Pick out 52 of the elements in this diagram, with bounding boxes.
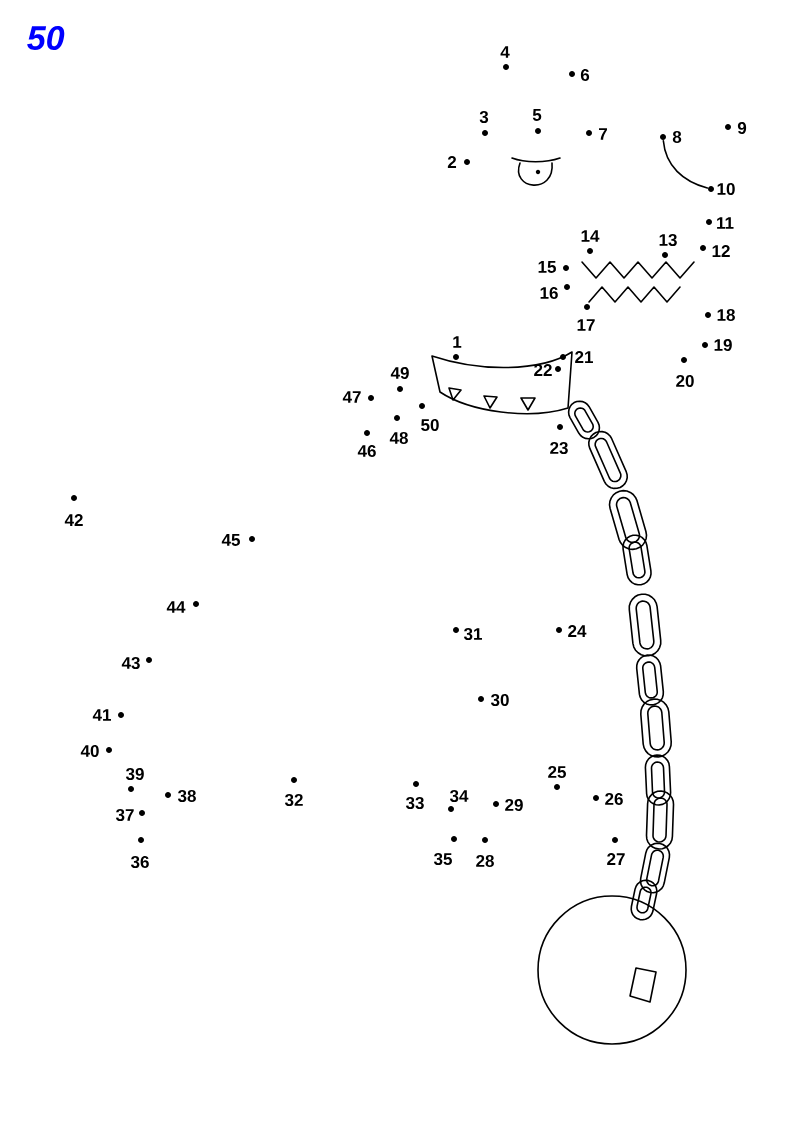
dot-number: 17 [577, 319, 595, 331]
dot-number: 11 [717, 217, 734, 229]
dot-number: 44 [166, 601, 186, 613]
curved-line [662, 140, 709, 189]
dot-number: 8 [672, 131, 682, 143]
dot-number: 45 [221, 534, 240, 546]
dot-number: 32 [284, 793, 303, 807]
dot-number: 1 [453, 336, 462, 348]
dot-number: 25 [548, 766, 566, 779]
dot-number: 12 [712, 245, 730, 257]
dot-number: 34 [449, 789, 469, 803]
dot-number: 42 [64, 514, 83, 526]
dot-number: 13 [659, 233, 677, 247]
dot-number: 46 [357, 445, 376, 458]
dot-number: 22 [534, 364, 552, 376]
dot-number: 41 [92, 709, 111, 721]
dot-number: 31 [463, 627, 482, 641]
dot-number: 50 [421, 419, 439, 432]
dot-number: 33 [405, 796, 424, 810]
dot-number: 18 [717, 309, 735, 322]
dot-number: 49 [390, 367, 409, 380]
dot-number: 35 [433, 853, 452, 866]
dot-number: 20 [676, 375, 694, 388]
dot-number: 4 [500, 46, 510, 58]
dot-number: 16 [540, 287, 558, 299]
dot-number: 2 [447, 156, 457, 168]
dot-number: 19 [714, 339, 732, 352]
dot-number: 30 [490, 693, 509, 707]
dot-number: 28 [476, 855, 494, 868]
dot-number: 29 [505, 799, 523, 812]
dot-number: 47 [342, 391, 361, 403]
dot-number: 14 [581, 230, 600, 242]
dot-number: 7 [599, 128, 607, 140]
dot-number: 48 [389, 432, 408, 445]
dot-number: 3 [479, 110, 489, 124]
dot-number: 26 [605, 793, 623, 806]
page-number: 50 [27, 25, 65, 51]
dot-number: 9 [737, 122, 747, 134]
dot-number: 10 [717, 183, 735, 195]
dot-number: 21 [575, 351, 593, 363]
dot-number: 6 [580, 69, 590, 81]
dot-number: 5 [532, 109, 542, 121]
dot-number: 40 [80, 745, 99, 758]
dot-number: 27 [607, 853, 625, 865]
dot-number: 38 [177, 789, 196, 803]
dot-number: 43 [121, 656, 140, 670]
dot-number: 36 [130, 856, 149, 869]
dot-number: 39 [125, 767, 144, 781]
dot-number: 15 [538, 261, 556, 273]
dot-number: 23 [550, 441, 568, 455]
dot-number: 37 [115, 809, 134, 822]
dot-number: 24 [568, 625, 587, 637]
